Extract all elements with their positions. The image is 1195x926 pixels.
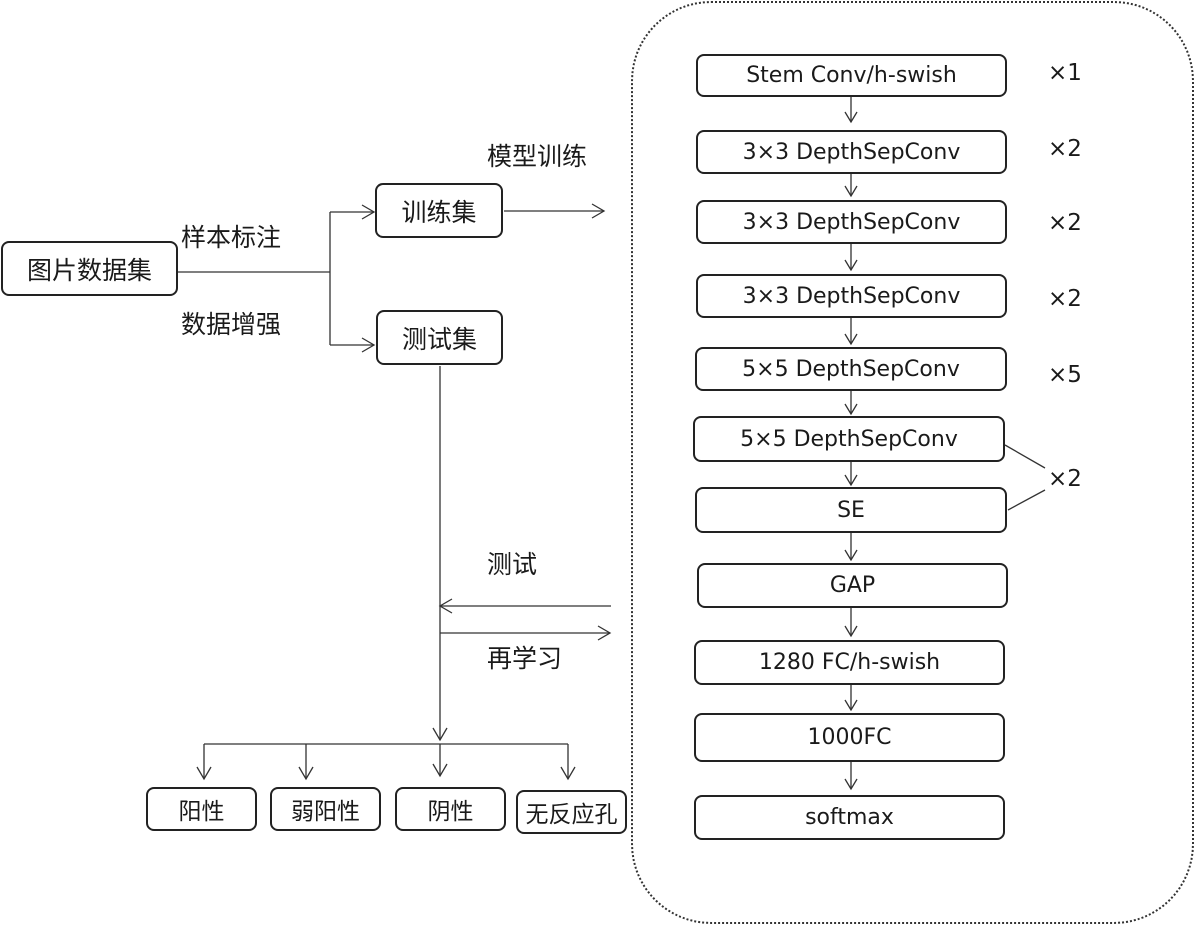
layer-depthsep-5x5-b: 5×5 DepthSepConv (693, 416, 1005, 462)
layer-se: SE (695, 487, 1007, 533)
layer-fc-1280: 1280 FC/h-swish (694, 640, 1005, 685)
output-no-reaction: 无反应孔 (516, 790, 627, 834)
dataset-box: 图片数据集 (1, 241, 178, 296)
test-box: 测试集 (376, 310, 503, 365)
label-relearn: 再学习 (487, 644, 563, 673)
network-arrows (844, 97, 858, 791)
group-bracket-bottom (1007, 489, 1046, 511)
group-bracket-top (1004, 444, 1046, 469)
repeat-3x3-b: ×2 (1048, 210, 1082, 236)
label-augmentation: 数据增强 (181, 310, 282, 339)
repeat-5x5-a: ×5 (1048, 362, 1082, 388)
repeat-group: ×2 (1048, 466, 1082, 492)
network-container (631, 1, 1194, 924)
label-test: 测试 (487, 550, 538, 579)
layer-stem-conv: Stem Conv/h-swish (696, 54, 1007, 97)
label-annotation: 样本标注 (181, 223, 282, 252)
layer-depthsep-3x3-c: 3×3 DepthSepConv (696, 274, 1007, 318)
repeat-3x3-a: ×2 (1048, 136, 1082, 162)
layer-gap: GAP (697, 563, 1008, 608)
layer-depthsep-3x3-a: 3×3 DepthSepConv (696, 130, 1007, 174)
layer-fc-1000: 1000FC (694, 713, 1005, 762)
output-negative: 阴性 (395, 787, 506, 831)
output-weak-positive: 弱阳性 (270, 787, 381, 831)
layer-depthsep-5x5-a: 5×5 DepthSepConv (695, 347, 1007, 391)
train-box: 训练集 (375, 183, 503, 238)
label-model-training: 模型训练 (487, 142, 588, 171)
layer-depthsep-3x3-b: 3×3 DepthSepConv (696, 200, 1007, 244)
output-positive: 阳性 (146, 787, 257, 831)
repeat-3x3-c: ×2 (1048, 286, 1082, 312)
layer-softmax: softmax (694, 795, 1005, 840)
repeat-stem: ×1 (1048, 60, 1082, 86)
